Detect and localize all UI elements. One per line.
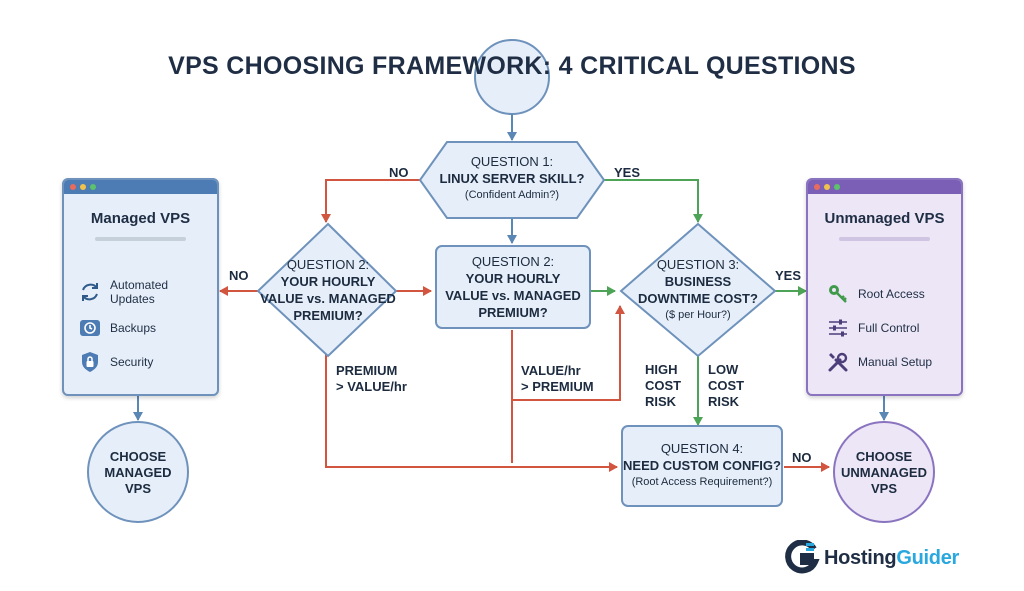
unmanaged-feature-full-control: Full Control <box>826 316 919 340</box>
managed-panel-title: Managed VPS <box>90 210 191 227</box>
q2-left-text: QUESTION 2: YOUR HOURLY VALUE vs. MANAGE… <box>260 257 396 323</box>
edge-q1-no <box>321 179 420 223</box>
q2-center-box <box>435 245 591 329</box>
managed-window-bar <box>64 180 217 194</box>
brand-logo: HostingGuider <box>784 540 959 576</box>
managed-feature-updates: Automated Updates <box>78 278 168 306</box>
outcome-unmanaged-text: CHOOSE UNMANAGED VPS <box>841 449 927 496</box>
q1-hexagon <box>418 141 606 219</box>
high-cost-risk-label: HIGH COST RISK <box>645 362 682 409</box>
edge-value-to-q3 <box>512 305 625 401</box>
unmanaged-feature-root-access: Root Access <box>826 282 925 306</box>
edge-q1-yes <box>604 179 703 223</box>
premium-label: PREMIUM > VALUE/hr <box>336 363 407 394</box>
unmanaged-panel-title: Unmanaged VPS <box>824 210 945 227</box>
refresh-icon <box>82 283 98 301</box>
q2-left-diamond <box>256 222 398 358</box>
q2-no-label: NO <box>229 268 249 283</box>
unmanaged-window-bar <box>808 180 961 194</box>
edge-premium-to-q4 <box>325 350 618 472</box>
brand-g-icon <box>785 540 820 574</box>
unmanaged-vps-panel: Unmanaged VPS Root Access Full Control M… <box>806 178 963 396</box>
sliders-icon <box>829 319 847 337</box>
page-title: VPS CHOOSING FRAMEWORK: 4 CRITICAL QUEST… <box>168 52 856 80</box>
value-label: VALUE/hr > PREMIUM <box>521 363 594 394</box>
q4-box <box>621 425 783 507</box>
window-dot-green <box>90 184 96 190</box>
managed-feature-security: Security <box>78 350 153 374</box>
q3-text: QUESTION 3: BUSINESS DOWNTIME COST? ($ p… <box>638 257 758 321</box>
managed-feature-backups: Backups <box>78 316 156 340</box>
q3-yes-label: YES <box>775 268 802 283</box>
key-icon <box>829 285 847 303</box>
window-dot-yellow <box>824 184 830 190</box>
q4-no-label: NO <box>792 450 812 465</box>
q2-center-text: QUESTION 2: YOUR HOURLY VALUE vs. MANAGE… <box>445 254 581 320</box>
window-dot-red <box>814 184 820 190</box>
brand-wordmark: HostingGuider <box>824 546 959 569</box>
q4-text: QUESTION 4: NEED CUSTOM CONFIG? (Root Ac… <box>623 441 781 488</box>
q3-diamond <box>619 222 777 358</box>
managed-panel-divider <box>94 237 187 241</box>
tools-icon <box>828 352 848 372</box>
window-dot-green <box>834 184 840 190</box>
shield-lock-icon <box>82 352 98 372</box>
window-dot-yellow <box>80 184 86 190</box>
q1-no-label: NO <box>389 165 409 180</box>
backup-drive-icon <box>80 320 100 336</box>
managed-vps-panel: Managed VPS Automated Updates Backups Se… <box>62 178 219 396</box>
low-cost-risk-label: LOW COST RISK <box>708 362 745 409</box>
outcome-managed-text: CHOOSE MANAGED VPS <box>104 449 172 496</box>
q1-yes-label: YES <box>614 165 641 180</box>
outcome-managed-circle <box>87 421 189 523</box>
q1-text: QUESTION 1: LINUX SERVER SKILL? (Confide… <box>439 154 585 201</box>
outcome-unmanaged-circle <box>833 421 935 523</box>
unmanaged-panel-divider <box>838 237 931 241</box>
unmanaged-feature-manual-setup: Manual Setup <box>826 350 932 374</box>
window-dot-red <box>70 184 76 190</box>
